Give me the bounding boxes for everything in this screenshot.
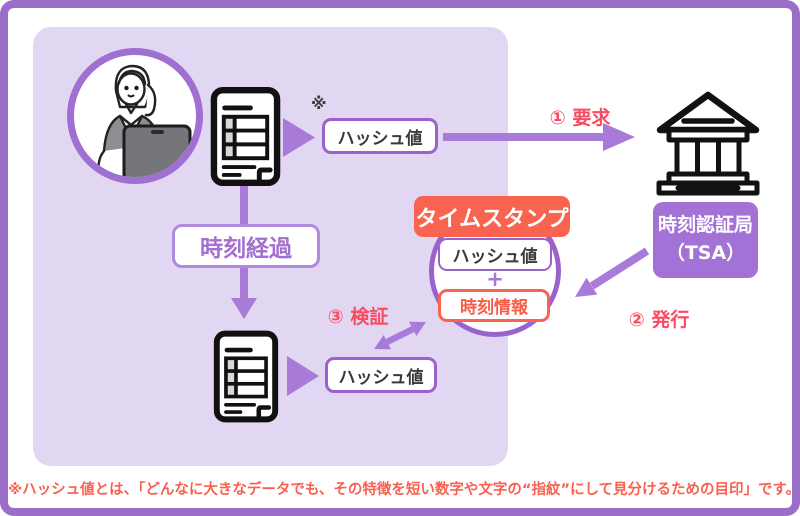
step-request-label: ① 要求	[549, 107, 611, 129]
bank-building-icon	[650, 88, 766, 198]
hash-footnote: ※ハッシュ値とは、「どんなに大きなデータでも、その特徴を短い数字や文字の“指紋”…	[8, 482, 800, 498]
timestamp-hash-box: ハッシュ値	[438, 238, 552, 271]
timestamp-title-box: タイムスタンプ	[414, 196, 570, 237]
hash-footnote-mark: ※	[311, 94, 327, 113]
issue-arrow	[575, 247, 650, 297]
user-avatar	[67, 48, 203, 184]
step-verify-label: ③ 検証	[327, 306, 389, 328]
tsa-abbr: （TSA）	[665, 242, 746, 264]
plus-sign: +	[486, 267, 504, 291]
woman-with-laptop-icon	[97, 64, 192, 177]
time-info-box: 時刻情報	[438, 289, 550, 322]
time-elapsed-box: 時刻経過	[172, 224, 320, 268]
document-icon-later	[213, 330, 279, 427]
tsa-authority-box: 時刻認証局 （TSA）	[653, 202, 758, 278]
hash-value-box-top: ハッシュ値	[322, 118, 438, 154]
tsa-name: 時刻認証局	[657, 214, 753, 237]
step-issue-label: ② 発行	[628, 309, 690, 331]
hash-value-box-bottom: ハッシュ値	[325, 357, 437, 393]
document-icon-original	[210, 86, 281, 191]
